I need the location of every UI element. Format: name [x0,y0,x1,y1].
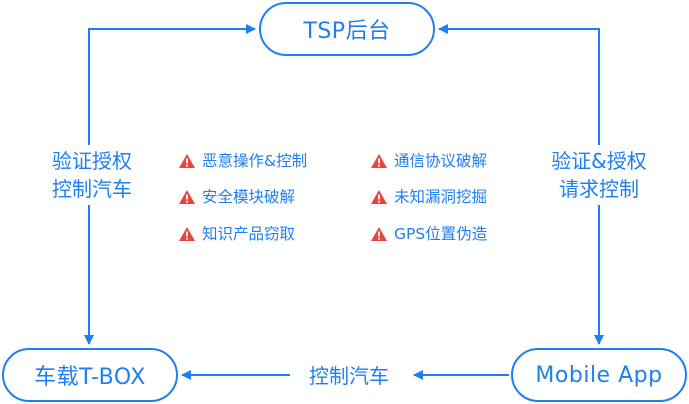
threat-item: 通信协议破解 [370,150,487,172]
threat-item: GPS位置伪造 [370,223,487,245]
warning-triangle-icon [179,227,195,241]
threat-label: 知识产品窃取 [202,225,296,243]
edge-app-to-tsp [438,24,600,200]
edge-label-left-line1: 验证授权 [52,149,132,173]
edge-label-left-line2: 控制汽车 [52,177,132,201]
node-vehicle-tbox: 车载T-BOX [2,348,178,402]
edge-label-right-line1: 验证&授权 [551,149,647,173]
edge-label-right: 验证&授权 请求控制 [530,145,668,205]
edge-label-right-line2: 请求控制 [559,177,639,201]
threat-label: GPS位置伪造 [394,225,488,243]
threat-label: 恶意操作&控制 [202,152,308,170]
node-mobile-app: Mobile App [511,348,687,402]
threat-item: 知识产品窃取 [178,223,295,245]
threat-label: 通信协议破解 [394,152,488,170]
warning-triangle-icon [371,154,387,168]
threat-item: 未知漏洞挖掘 [370,186,487,208]
edge-label-left: 验证授权 控制汽车 [36,145,148,205]
threat-label: 安全模块破解 [202,188,296,206]
threat-item: 恶意操作&控制 [178,150,307,172]
warning-triangle-icon [179,154,195,168]
edge-label-bottom: 控制汽车 [290,362,408,390]
warning-triangle-icon [371,190,387,204]
warning-triangle-icon [179,190,195,204]
threat-item: 安全模块破解 [178,186,295,208]
warning-triangle-icon [371,227,387,241]
threat-label: 未知漏洞挖掘 [394,188,488,206]
node-tsp-backend: TSP后台 [259,2,435,56]
